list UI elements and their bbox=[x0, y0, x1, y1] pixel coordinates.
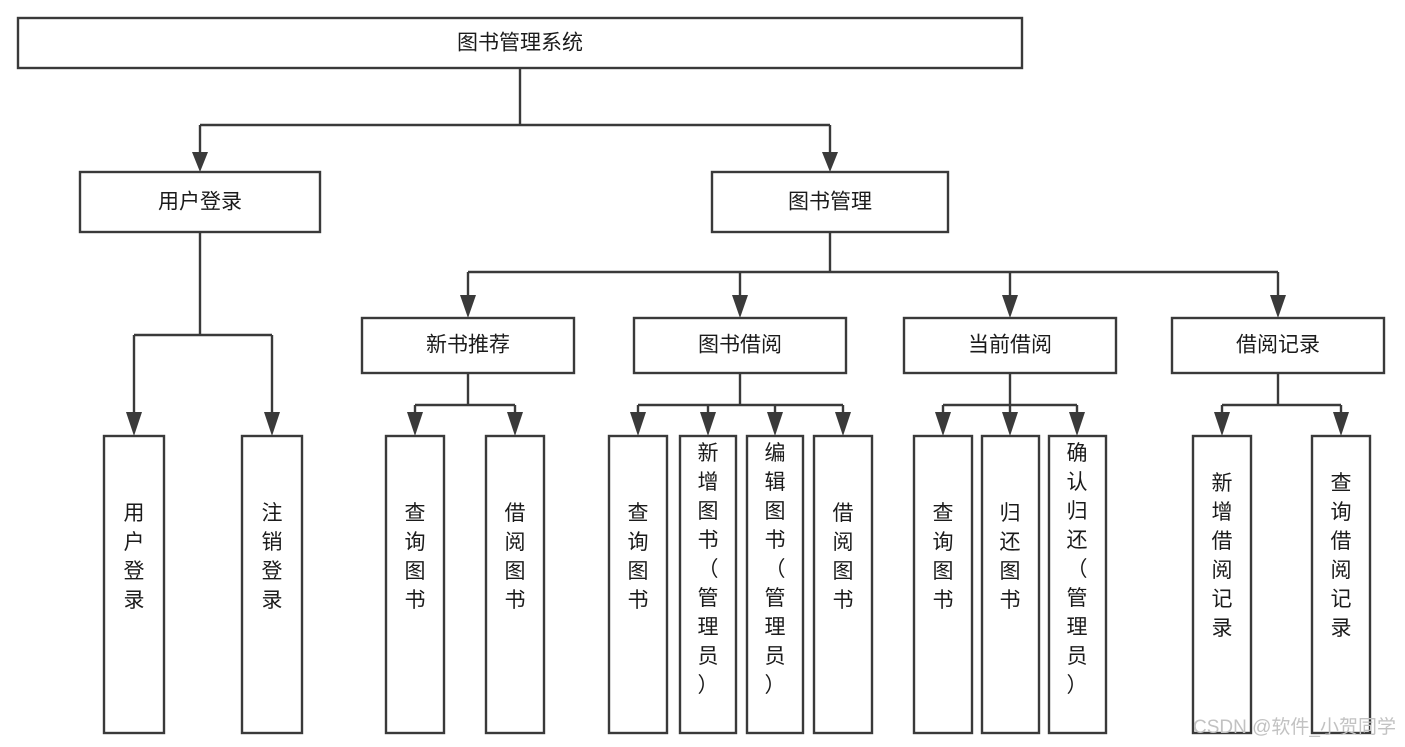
leaf-borrow-book-label: 借阅图书 bbox=[833, 502, 854, 612]
node-current-borrow[interactable]: 当前借阅 bbox=[902, 316, 1118, 375]
leaf-return-book-label: 归还图书 bbox=[1000, 502, 1021, 612]
leaf-recommend-borrow-book-label: 借阅图书 bbox=[505, 502, 526, 612]
leaf-user-login-box bbox=[102, 434, 166, 735]
node-new-book-recommend-label: 新书推荐 bbox=[426, 334, 510, 357]
leaf-borrow-query-book-label: 查询图书 bbox=[628, 502, 649, 612]
leaf-add-book-label: 新增图书（管理员） bbox=[698, 442, 719, 697]
node-root-label: 图书管理系统 bbox=[457, 32, 583, 55]
arrow-to-leaf-add-book bbox=[700, 412, 716, 436]
arrow-to-leaf-query-record bbox=[1333, 412, 1349, 436]
leaf-logout-login-box bbox=[240, 434, 304, 735]
leaf-confirm-return[interactable]: 确认归还（管理员） bbox=[1047, 434, 1108, 735]
node-borrow-record[interactable]: 借阅记录 bbox=[1170, 316, 1386, 375]
node-book-manage-label: 图书管理 bbox=[788, 191, 872, 214]
leaf-borrow-query-book[interactable]: 查询图书 bbox=[607, 434, 669, 735]
arrow-to-leaf-recommend-query-book bbox=[407, 412, 423, 436]
leaf-borrow-book[interactable]: 借阅图书 bbox=[812, 434, 874, 735]
leaf-edit-book-box bbox=[745, 434, 805, 735]
arrow-to-user-login bbox=[192, 152, 208, 172]
node-user-login-label: 用户登录 bbox=[158, 191, 242, 214]
leaf-borrow-book-box bbox=[812, 434, 874, 735]
node-root-library-system[interactable]: 图书管理系统 bbox=[16, 16, 1024, 70]
leaf-add-record[interactable]: 新增借阅记录 bbox=[1191, 434, 1253, 735]
node-new-book-recommend-box bbox=[360, 316, 576, 375]
leaf-return-book[interactable]: 归还图书 bbox=[980, 434, 1041, 735]
arrow-to-leaf-logout-login bbox=[264, 412, 280, 436]
leaf-recommend-query-book-box bbox=[384, 434, 446, 735]
leaf-add-book[interactable]: 新增图书（管理员） bbox=[678, 434, 738, 735]
leaf-query-record[interactable]: 查询借阅记录 bbox=[1310, 434, 1372, 735]
leaf-user-login[interactable]: 用户登录 bbox=[102, 434, 166, 735]
leaf-add-record-label: 新增借阅记录 bbox=[1212, 472, 1233, 640]
node-user-login[interactable]: 用户登录 bbox=[78, 170, 322, 234]
node-current-borrow-label: 当前借阅 bbox=[968, 334, 1052, 357]
leaf-recommend-query-book-label: 查询图书 bbox=[405, 502, 426, 612]
leaf-recommend-borrow-book-box bbox=[484, 434, 546, 735]
connector-layer bbox=[126, 68, 1349, 436]
leaf-logout-login-label: 注销登录 bbox=[262, 502, 283, 612]
node-book-manage-box bbox=[710, 170, 950, 234]
node-book-borrow-label: 图书借阅 bbox=[698, 334, 782, 357]
node-user-login-box bbox=[78, 170, 322, 234]
arrow-to-book-manage bbox=[822, 152, 838, 172]
leaf-logout-login[interactable]: 注销登录 bbox=[240, 434, 304, 735]
arrow-to-leaf-edit-book bbox=[767, 412, 783, 436]
arrow-to-leaf-borrow-book bbox=[835, 412, 851, 436]
node-current-borrow-box bbox=[902, 316, 1118, 375]
arrow-to-leaf-return-book bbox=[1002, 412, 1018, 436]
csdn-watermark: CSDN @软件_小贺同学 bbox=[1193, 716, 1396, 738]
arrow-to-leaf-borrow-query-book bbox=[630, 412, 646, 436]
leaf-add-book-box bbox=[678, 434, 738, 735]
leaf-current-query-book[interactable]: 查询图书 bbox=[912, 434, 974, 735]
leaf-edit-book[interactable]: 编辑图书（管理员） bbox=[745, 434, 805, 735]
leaf-user-login-label: 用户登录 bbox=[124, 502, 145, 612]
leaf-recommend-borrow-book[interactable]: 借阅图书 bbox=[484, 434, 546, 735]
leaf-query-record-box bbox=[1310, 434, 1372, 735]
arrow-to-leaf-current-query-book bbox=[935, 412, 951, 436]
leaf-query-record-label: 查询借阅记录 bbox=[1331, 472, 1352, 640]
leaf-recommend-query-book[interactable]: 查询图书 bbox=[384, 434, 446, 735]
node-borrow-record-box bbox=[1170, 316, 1386, 375]
node-book-borrow[interactable]: 图书借阅 bbox=[632, 316, 848, 375]
leaf-add-record-box bbox=[1191, 434, 1253, 735]
node-root-box bbox=[16, 16, 1024, 70]
node-new-book-recommend[interactable]: 新书推荐 bbox=[360, 316, 576, 375]
leaf-edit-book-label: 编辑图书（管理员） bbox=[765, 442, 786, 697]
leaf-confirm-return-label: 确认归还（管理员） bbox=[1067, 442, 1088, 697]
arrow-to-leaf-recommend-borrow-book bbox=[507, 412, 523, 436]
arrow-to-current-borrow bbox=[1002, 295, 1018, 318]
arrow-to-leaf-add-record bbox=[1214, 412, 1230, 436]
node-book-manage[interactable]: 图书管理 bbox=[710, 170, 950, 234]
leaf-return-book-box bbox=[980, 434, 1041, 735]
leaf-confirm-return-box bbox=[1047, 434, 1108, 735]
arrow-to-leaf-confirm-return bbox=[1069, 412, 1085, 436]
leaf-borrow-query-book-box bbox=[607, 434, 669, 735]
node-borrow-record-label: 借阅记录 bbox=[1236, 334, 1320, 357]
leaf-current-query-book-label: 查询图书 bbox=[933, 502, 954, 612]
leaf-current-query-book-box bbox=[912, 434, 974, 735]
arrow-to-borrow-record bbox=[1270, 295, 1286, 318]
arrow-to-new-book-recommend bbox=[460, 295, 476, 318]
node-book-borrow-box bbox=[632, 316, 848, 375]
arrow-to-book-borrow bbox=[732, 295, 748, 318]
arrow-to-leaf-user-login bbox=[126, 412, 142, 436]
